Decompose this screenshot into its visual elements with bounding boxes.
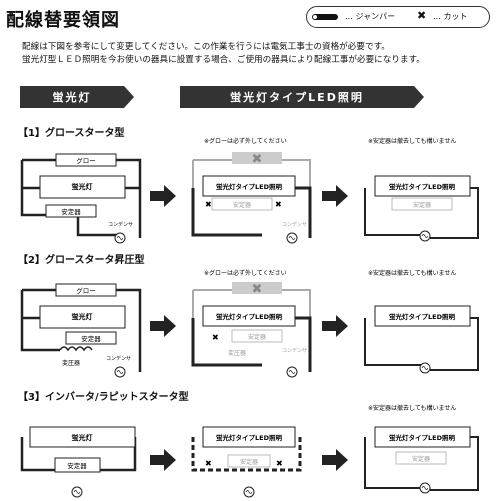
- cut-mark-icon: ✖: [205, 200, 212, 209]
- ac-source-icon: [243, 486, 255, 498]
- arrow-icon: [322, 315, 348, 337]
- ballast-label: 安定器: [61, 207, 81, 216]
- jumper-symbol-icon: [312, 14, 338, 20]
- fluorescent-label: 蛍光灯: [72, 433, 93, 442]
- legend-box: … ジャンパー ✖ … カット: [306, 6, 490, 28]
- capacitor-label: コンデンサ: [108, 221, 133, 228]
- section2-fluorescent-diagram: グロー 蛍光灯 安定器 変圧器 コンデンサ: [20, 283, 142, 378]
- capacitor-label-gray: コンデンサ: [282, 347, 307, 354]
- arrow-icon: [150, 315, 176, 337]
- arrow-icon: [322, 185, 348, 207]
- ballast-label: 安定器: [81, 334, 101, 343]
- ballast-label-gray: 安定器: [412, 455, 430, 463]
- section-title-glow-boost: 【2】グロースタータ昇圧型: [18, 255, 145, 266]
- ballast-label-gray: 安定器: [248, 333, 266, 341]
- section1-before-led-diagram: ※グローは必ず外してください ✖ 蛍光灯タイプLED照明 安定器 ✖ ✖ コンデ…: [191, 137, 312, 244]
- fluorescent-label: 蛍光灯: [72, 312, 93, 321]
- cut-glow-icon: ✖: [252, 152, 263, 167]
- ac-source-icon: [114, 232, 126, 244]
- ac-source-icon: [419, 362, 431, 374]
- section1-after-led-diagram: ※安定器は撤去しても構いません 蛍光灯タイプLED照明 安定器: [364, 137, 479, 242]
- capacitor-label-gray: コンデンサ: [282, 221, 307, 228]
- section3-after-led-diagram: ※安定器は撤去しても構いません 蛍光灯タイプLED照明 安定器: [364, 404, 479, 494]
- led-label: 蛍光灯タイプLED照明: [216, 312, 282, 321]
- section1-fluorescent-diagram: グロー 蛍光灯 安定器 コンデンサ: [20, 153, 142, 244]
- ballast-label-gray: 安定器: [240, 458, 258, 466]
- fluorescent-label: 蛍光灯: [72, 182, 93, 191]
- ac-source-icon: [419, 230, 431, 242]
- led-label: 蛍光灯タイプLED照明: [216, 433, 282, 442]
- ac-source-icon: [419, 482, 431, 494]
- ac-source-icon: [114, 366, 126, 378]
- arrow-icon: [322, 449, 348, 471]
- glow-label: グロー: [76, 156, 96, 165]
- note-ballast-ok: ※安定器は撤去しても構いません: [368, 269, 456, 277]
- transformer-label: 変圧器: [62, 359, 80, 367]
- section3-before-led-diagram: 蛍光灯タイプLED照明 安定器 ✖ ✖: [191, 426, 302, 498]
- led-label: 蛍光灯タイプLED照明: [216, 182, 282, 191]
- arrow-icon: [150, 449, 176, 471]
- note-ballast-ok: ※安定器は撤去しても構いません: [368, 404, 456, 412]
- led-label: 蛍光灯タイプLED照明: [389, 182, 455, 191]
- ac-source-icon: [71, 486, 83, 498]
- note-remove-glow: ※グローは必ず外してください: [204, 137, 287, 145]
- header-led: 蛍光灯タイプLED照明: [180, 86, 424, 108]
- cut-mark-icon: ✖: [212, 333, 219, 342]
- ac-source-icon: [286, 366, 298, 378]
- ballast-label-gray: 安定器: [413, 201, 431, 209]
- section-title-glow-starter: 【1】グロースタータ型: [18, 128, 125, 139]
- legend-cut-label: … カット: [433, 12, 468, 21]
- section3-fluorescent-diagram: 蛍光灯 安定器: [20, 426, 137, 498]
- cut-mark-icon: ✖: [205, 459, 212, 468]
- led-label: 蛍光灯タイプLED照明: [389, 433, 455, 442]
- note-ballast-ok: ※安定器は撤去しても構いません: [368, 137, 456, 145]
- arrow-icon: [150, 185, 176, 207]
- led-label: 蛍光灯タイプLED照明: [389, 312, 455, 321]
- section-title-inverter: 【3】インバータ/ラピットスタータ型: [18, 392, 189, 403]
- intro-line-2: 蛍光灯型ＬＥＤ照明を今お使いの器具に設置する場合、ご使用の器具により配線工事が必…: [22, 55, 425, 65]
- intro-line-1: 配線は下図を参考にして変更してください。この作業を行うには電気工事士の資格が必要…: [22, 42, 390, 52]
- header-fluorescent: 蛍光灯: [20, 86, 134, 108]
- section2-before-led-diagram: ※グローは必ず外してください ✖ 蛍光灯タイプLED照明 安定器 ✖ 変圧器 コ…: [191, 269, 312, 378]
- transformer-label-gray: 変圧器: [228, 349, 246, 357]
- cut-mark-icon: ✖: [276, 459, 283, 468]
- section2-after-led-diagram: ※安定器は撤去しても構いません 蛍光灯タイプLED照明: [364, 269, 479, 374]
- ac-source-icon: [286, 232, 298, 244]
- legend-jumper-label: … ジャンパー: [345, 12, 396, 21]
- page-title: 配線替要領図: [6, 10, 120, 31]
- capacitor-label: コンデンサ: [106, 355, 131, 362]
- ballast-label-gray: 安定器: [233, 201, 251, 209]
- glow-label: グロー: [76, 286, 96, 295]
- cut-glow-icon: ✖: [252, 282, 263, 297]
- cut-symbol-icon: ✖: [417, 9, 427, 22]
- cut-mark-icon: ✖: [275, 200, 282, 209]
- ballast-label: 安定器: [67, 461, 87, 470]
- note-remove-glow: ※グローは必ず外してください: [204, 269, 287, 277]
